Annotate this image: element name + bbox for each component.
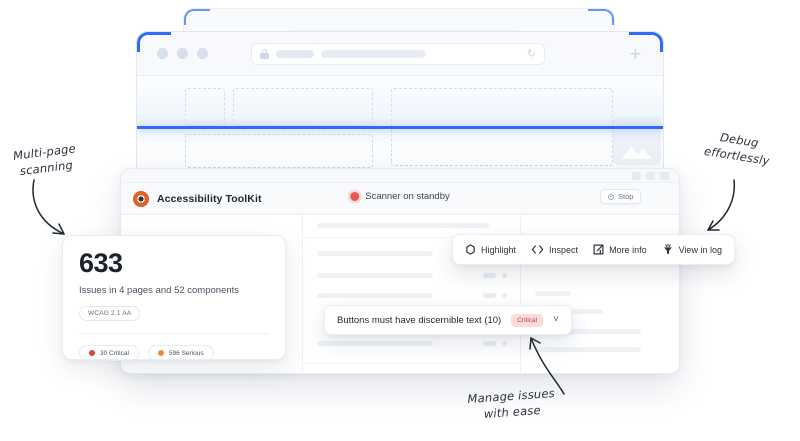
wcag-standard-badge: WCAG 2.1 AA bbox=[79, 306, 141, 321]
skeleton-row bbox=[317, 223, 489, 228]
skeleton-row bbox=[317, 273, 433, 278]
annotation-multi-page-scanning: Multi-page scanning bbox=[12, 141, 77, 178]
code-brackets-icon bbox=[531, 245, 544, 254]
skeleton-chip bbox=[483, 293, 496, 298]
funnel-filter-icon bbox=[663, 243, 672, 254]
toolbar-button-more-info[interactable]: More info bbox=[593, 244, 647, 255]
card-divider bbox=[79, 333, 269, 334]
new-tab-button[interactable]: + bbox=[629, 44, 641, 65]
severity-label-serious: 596 Serious bbox=[168, 349, 204, 357]
stop-record-icon bbox=[608, 193, 614, 200]
skeleton-row bbox=[535, 329, 641, 334]
toolbar-button-inspect[interactable]: Inspect bbox=[531, 244, 578, 255]
accessibility-toolkit-window: Accessibility ToolKit Scanner on standby… bbox=[120, 168, 680, 374]
toolbar-label-view-in-log: View in log bbox=[678, 244, 722, 255]
image-placeholder-icon bbox=[613, 117, 661, 165]
issue-title: Buttons must have discernible text (10) bbox=[337, 314, 502, 326]
toolbar-label-more-info: More info bbox=[609, 244, 647, 255]
severity-label-critical: 30 Critical bbox=[100, 349, 129, 357]
row-divider bbox=[303, 363, 520, 364]
browser-corner-accent-right bbox=[629, 32, 663, 52]
traffic-light-buttons[interactable] bbox=[157, 48, 208, 59]
app-header: Accessibility ToolKit bbox=[121, 183, 679, 215]
severity-dot-serious bbox=[157, 350, 164, 356]
scanner-status-label: Scanner on standby bbox=[365, 191, 450, 202]
skeleton-chip bbox=[483, 273, 496, 278]
window-corner-accent-left bbox=[184, 9, 210, 25]
window-control-close[interactable] bbox=[660, 171, 669, 180]
skeleton-row bbox=[317, 293, 433, 298]
issue-row-card[interactable]: Buttons must have discernible text (10) … bbox=[324, 305, 572, 335]
url-segment-domain bbox=[276, 50, 314, 58]
app-brand: Accessibility ToolKit bbox=[133, 190, 262, 207]
chevron-down-icon[interactable]: ˅ bbox=[553, 314, 559, 325]
window-control-maximize[interactable] bbox=[646, 171, 655, 180]
stop-button-label: Stop bbox=[618, 192, 634, 201]
skeleton-row bbox=[317, 341, 433, 346]
skeleton-chip bbox=[483, 341, 496, 346]
issue-summary-subtitle: Issues in 4 pages and 52 components bbox=[79, 285, 240, 296]
app-column-middle bbox=[303, 215, 521, 373]
skeleton-row bbox=[317, 251, 433, 256]
scan-line bbox=[137, 126, 663, 129]
issues-summary-card: 633 Issues in 4 pages and 52 components … bbox=[62, 235, 286, 361]
skeleton-row bbox=[535, 291, 571, 296]
window-corner-accent-right bbox=[588, 9, 614, 25]
app-title-bar bbox=[121, 169, 679, 183]
stop-button[interactable]: Stop bbox=[600, 189, 642, 204]
wireframe-block bbox=[185, 134, 373, 168]
wireframe-block bbox=[233, 88, 373, 126]
hexagon-highlight-icon bbox=[466, 244, 475, 255]
annotation-manage-issues: Manage issues with ease bbox=[467, 385, 556, 421]
toolbar-button-highlight[interactable]: Highlight bbox=[465, 244, 516, 255]
severity-badge-critical[interactable]: 30 Critical bbox=[79, 345, 139, 361]
refresh-icon[interactable]: ↻ bbox=[526, 47, 536, 60]
issue-severity-badge: Critical bbox=[511, 313, 544, 327]
severity-dot-critical bbox=[89, 350, 95, 356]
wireframe-block bbox=[185, 88, 225, 126]
accessibility-toolkit-logo bbox=[133, 190, 149, 207]
toolbar-button-view-in-log[interactable]: View in log bbox=[662, 243, 722, 256]
skeleton-dot bbox=[502, 341, 507, 346]
skeleton-dot bbox=[502, 293, 507, 298]
browser-window: ↻ + bbox=[136, 31, 664, 171]
scanner-status: Scanner on standby bbox=[350, 191, 450, 202]
lock-icon bbox=[260, 49, 269, 59]
severity-badge-row: 30 Critical 596 Serious bbox=[79, 345, 269, 361]
severity-badge-serious[interactable]: 596 Serious bbox=[147, 345, 214, 361]
browser-chrome: ↻ + bbox=[137, 32, 663, 76]
status-indicator-dot bbox=[350, 192, 360, 201]
browser-corner-accent-left bbox=[137, 32, 171, 52]
app-column-left bbox=[121, 215, 303, 373]
toolbar-label-inspect: Inspect bbox=[549, 244, 579, 255]
skeleton-row bbox=[535, 347, 641, 352]
url-bar[interactable]: ↻ bbox=[251, 43, 545, 65]
annotation-debug-effortlessly: Debug effortlessly bbox=[703, 130, 771, 168]
window-control-minimize[interactable] bbox=[632, 171, 641, 180]
row-divider bbox=[303, 237, 520, 238]
issue-count: 633 bbox=[79, 248, 123, 278]
element-action-toolbar: Highlight Inspect More info View in log bbox=[452, 234, 735, 265]
page-wireframe-viewport bbox=[137, 76, 663, 170]
url-segment-path bbox=[321, 50, 426, 58]
external-link-icon bbox=[593, 244, 604, 255]
app-title: Accessibility ToolKit bbox=[157, 192, 262, 205]
toolbar-label-highlight: Highlight bbox=[481, 244, 517, 255]
skeleton-dot bbox=[502, 273, 507, 278]
